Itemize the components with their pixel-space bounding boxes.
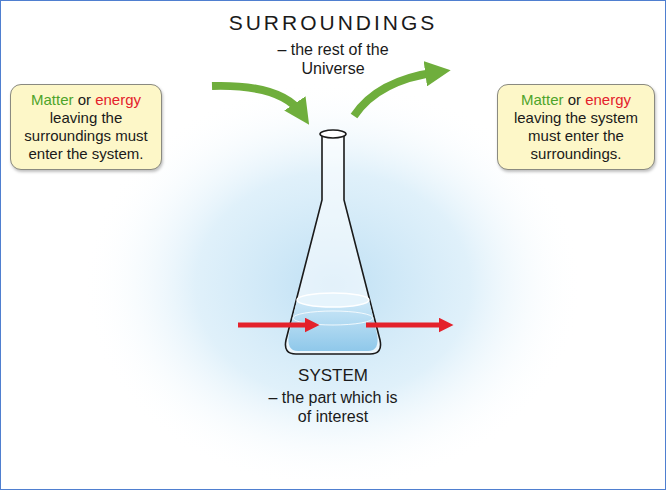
note-text: leaving the surroundings must enter the …	[24, 109, 147, 162]
note-box: Matter or energy leaving the system must…	[497, 84, 655, 170]
matter-in-arrow	[212, 86, 302, 114]
energy-out-arrow	[366, 323, 446, 328]
connector-word: or	[78, 91, 91, 108]
region-description: – the rest of the Universe	[273, 40, 393, 78]
matter-out-arrow	[354, 72, 438, 116]
conical-flask	[285, 130, 380, 354]
energy-word: energy	[585, 91, 631, 108]
note-box: Matter or energy leaving the surrounding…	[10, 84, 162, 170]
region-heading: SURROUNDINGS	[203, 10, 463, 35]
matter-word: Matter	[521, 91, 564, 108]
system-description: – the part which is of interest	[263, 388, 403, 426]
note-text: leaving the system must enter the surrou…	[514, 109, 638, 162]
matter-word: Matter	[31, 91, 74, 108]
system-heading: SYSTEM	[253, 366, 413, 386]
connector-word: or	[568, 91, 581, 108]
energy-word: energy	[95, 91, 141, 108]
energy-in-arrow	[238, 323, 312, 328]
